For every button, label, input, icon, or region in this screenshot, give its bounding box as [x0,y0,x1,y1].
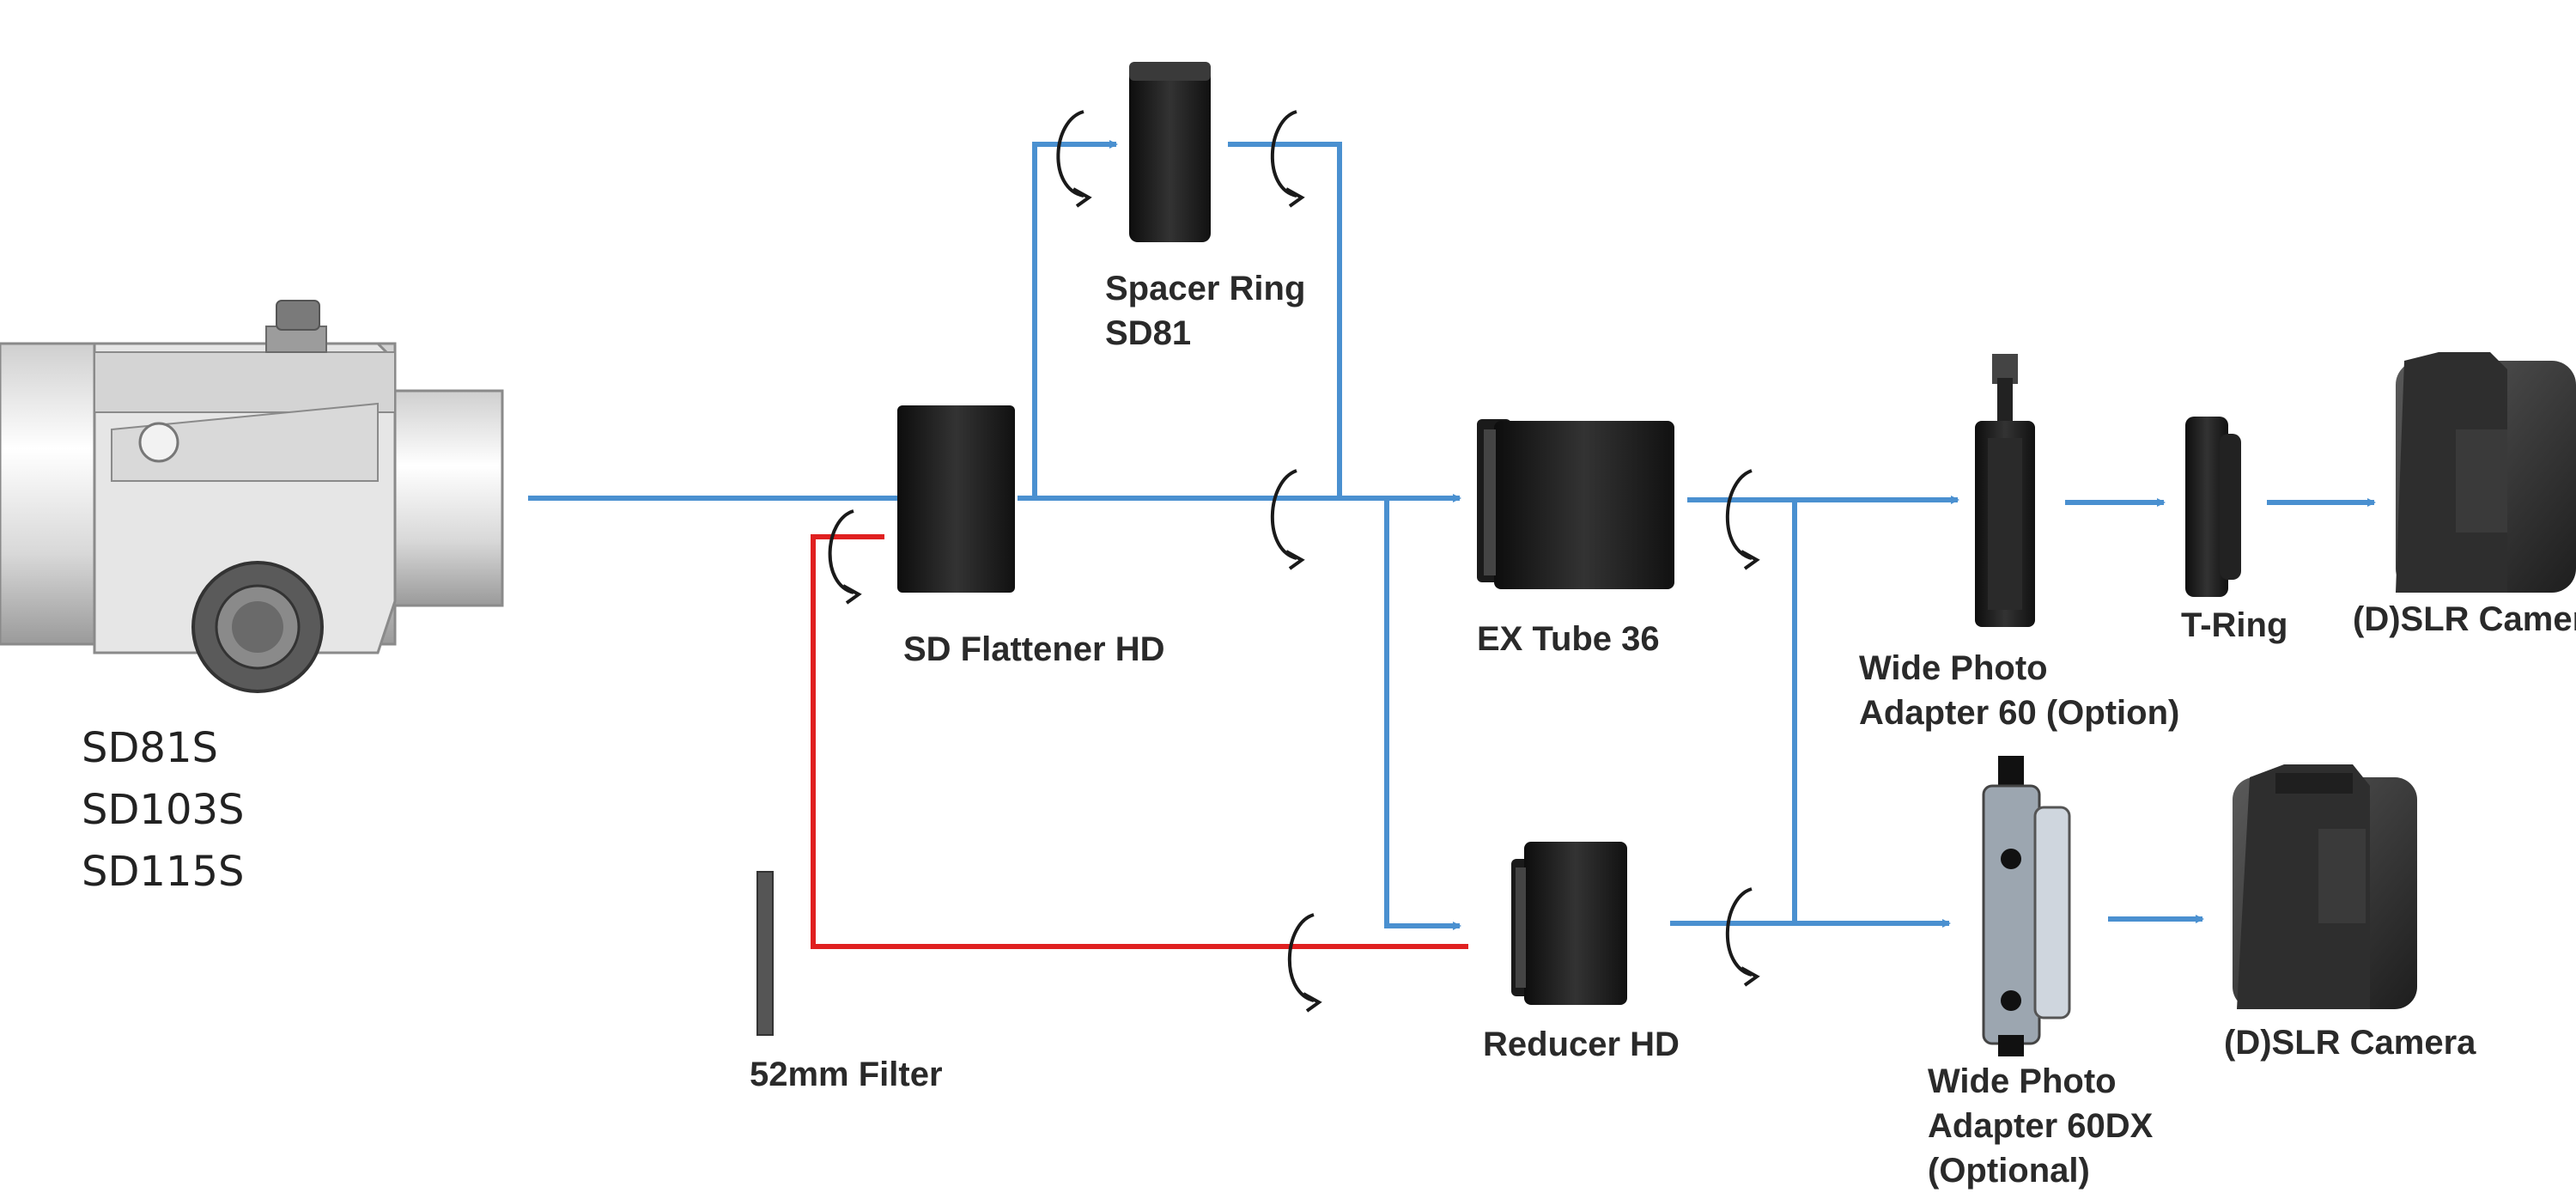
sd-flattener-icon [897,405,1015,593]
dslr-camera-top-icon [2396,352,2576,593]
ex-tube-icon [1477,419,1674,589]
t-ring-icon [2185,417,2241,597]
model-sd115s: SD115S [82,848,245,896]
model-sd81s: SD81S [82,724,218,772]
reducer-hd-icon [1511,842,1627,1005]
light-path-lines [528,140,2376,949]
model-sd103s: SD103S [82,786,245,834]
rotation-icon-4 [1270,469,1305,570]
filter-52mm-icon [756,871,774,1036]
path-filter [811,534,1468,949]
filter-52mm-label: 52mm Filter [750,1056,943,1093]
path-from-spacer [1228,142,1342,498]
dslr-camera-bottom-icon [2233,764,2417,1009]
wide-photo-60-label: Wide Photo Adapter 60 (Option) [1859,649,2180,732]
accessory-diagram [0,62,2576,1056]
reducer-hd-label: Reducer HD [1483,1026,1680,1063]
rotation-icon-5 [1725,469,1760,570]
sd-flattener-label: SD Flattener HD [903,630,1165,668]
dslr-camera-bottom-label: (D)SLR Camera [2224,1024,2476,1062]
rotation-icon-6 [1287,913,1322,1013]
rotation-icon-7 [1725,887,1760,987]
spacer-ring-icon [1129,62,1211,242]
t-ring-label: T-Ring [2181,606,2288,644]
spacer-ring-label: Spacer Ring SD81 [1105,270,1306,352]
rotation-icons [828,110,1760,1013]
wide-photo-adapter-60dx-icon [1982,756,2071,1056]
dslr-camera-top-label: (D)SLR Camera [2353,600,2576,638]
telescope-models: SD81S SD103S SD115S [82,717,245,903]
telescope-icon [0,300,504,693]
wide-photo-adapter-60-icon [1975,354,2035,627]
path-to-reducer [1384,498,1461,930]
path-to-spacer [1032,140,1118,498]
rotation-icon-2 [1270,110,1305,208]
rotation-icon-3 [828,509,862,605]
wide-photo-60dx-label: Wide Photo Adapter 60DX (Optional) [1928,1062,2154,1190]
rotation-icon-1 [1056,110,1092,208]
ex-tube-label: EX Tube 36 [1477,620,1660,658]
